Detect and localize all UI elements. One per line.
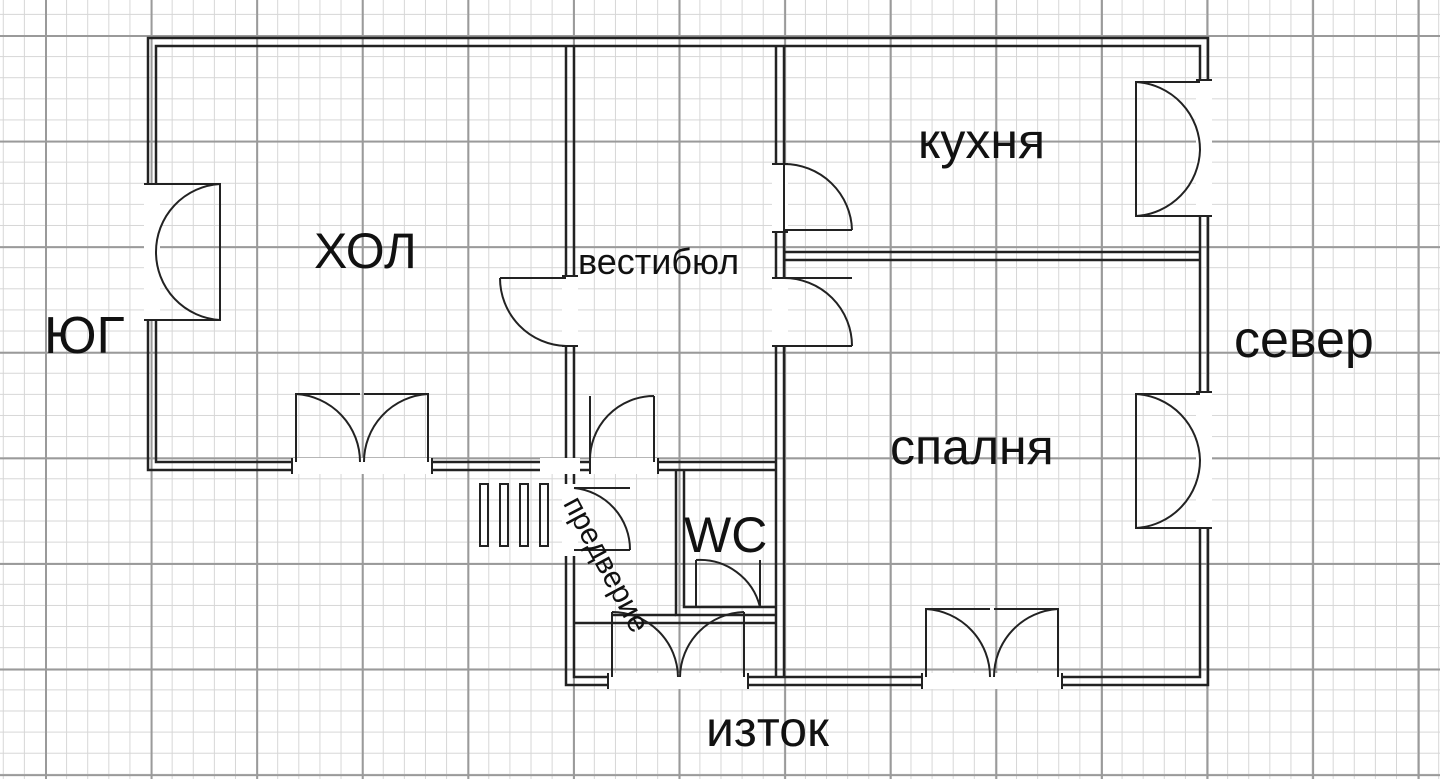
door-entrance-bottom-right — [679, 611, 745, 678]
window-kitchen-bottom — [1135, 149, 1201, 217]
wall-vestibule-east — [774, 46, 786, 677]
door-vestibule-entrance — [588, 395, 655, 463]
door-living-vestibule — [499, 277, 567, 347]
door-kitchen — [783, 163, 853, 231]
label-east: изток — [706, 701, 829, 757]
room-kitchen-label: кухня — [918, 113, 1046, 169]
room-vestibule-label: вестибюл — [578, 241, 740, 282]
door-living-bottom-right — [362, 393, 429, 463]
wall-living-vestibule — [564, 46, 576, 462]
entrance-partition — [574, 613, 776, 625]
window-living-left — [154, 183, 221, 253]
room-living-label: ХОЛ — [314, 223, 417, 279]
window-bedroom-bottom-left — [925, 608, 992, 678]
door-wc — [695, 558, 761, 608]
window-living-right — [154, 251, 221, 321]
door-entrance-outside — [573, 487, 632, 551]
label-south: ЮГ — [44, 307, 125, 365]
entrance-steps — [479, 483, 549, 547]
room-wc-label: WC — [684, 507, 768, 563]
window-bedroom-bottom-right — [992, 608, 1059, 678]
outer-wall-inner-line — [154, 44, 1202, 679]
outer-wall-outer-line — [146, 36, 1210, 687]
door-bedroom — [783, 277, 853, 347]
label-north: север — [1234, 311, 1374, 369]
door-entrance-bottom-left — [611, 611, 679, 678]
window-bedroom-top — [1135, 393, 1201, 461]
window-bedroom-bottom — [1135, 459, 1202, 529]
wall-kitchen-bedroom — [784, 250, 1200, 262]
room-bedroom-label: спалня — [890, 419, 1054, 475]
window-kitchen-top — [1135, 81, 1202, 151]
door-living-bottom-left — [295, 393, 362, 463]
